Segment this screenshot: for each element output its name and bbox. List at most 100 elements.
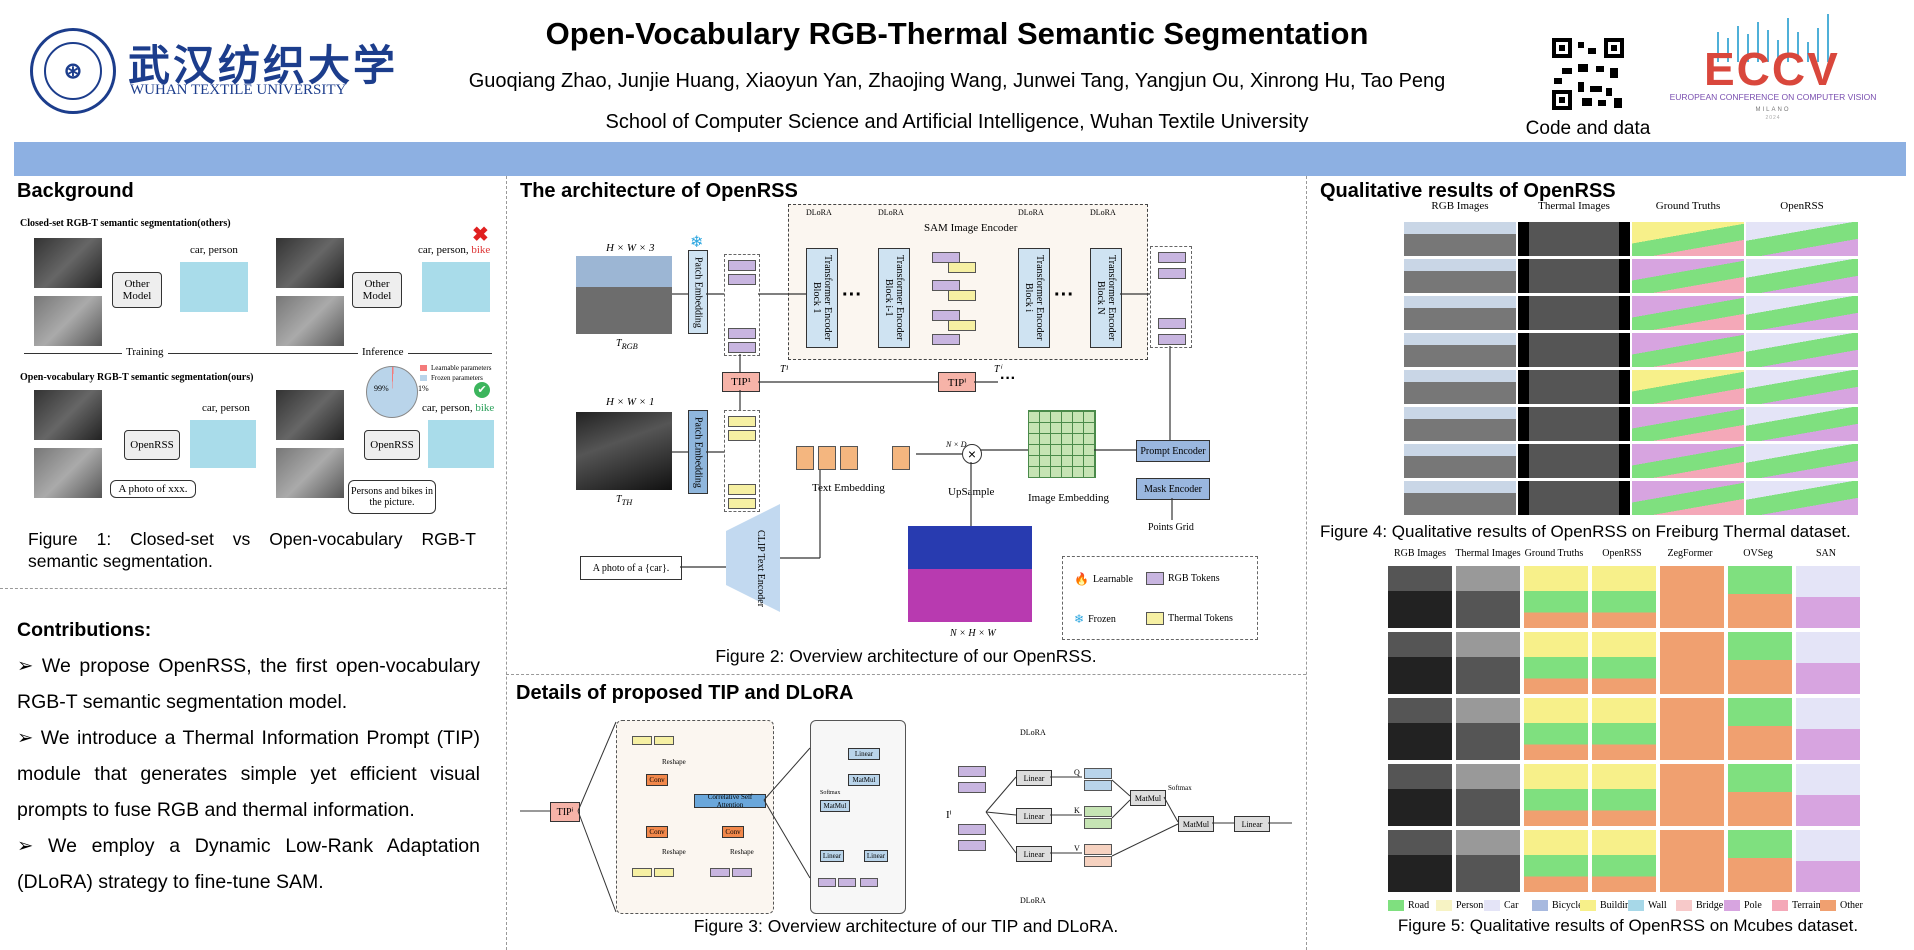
thermal-token — [948, 290, 976, 301]
fr-rgb-thumb — [1404, 444, 1516, 478]
rgb-token — [1158, 334, 1186, 345]
legend-learnable-params: Learnable parameters — [420, 364, 491, 372]
legend-swatch — [1820, 900, 1836, 911]
mc-thumb — [1592, 764, 1656, 826]
matmul-block: MatMul — [1130, 790, 1166, 806]
qualitative-title: Qualitative results of OpenRSS — [1320, 180, 1616, 202]
rgb-token — [932, 334, 960, 345]
mc-header: SAN — [1815, 548, 1836, 559]
row-divider-middle — [506, 674, 1306, 675]
legend-item-other: Other — [1820, 900, 1863, 911]
swatch-frozen — [420, 375, 427, 381]
conv-block: Conv — [646, 774, 668, 786]
output-label: car, person — [190, 244, 238, 256]
output-label-success: car, person, bike — [422, 402, 494, 414]
ellipsis-icon: ··· — [842, 284, 862, 306]
legend-item-road: Road — [1388, 900, 1429, 911]
seg-thumb — [190, 420, 256, 468]
legend-frozen-params: Frozen parameters — [420, 374, 483, 382]
university-logo: ⊛ — [30, 28, 116, 114]
legend-swatch — [1484, 900, 1500, 911]
fr-openrss-thumb — [1746, 444, 1858, 478]
matmul-block: MatMul — [1178, 816, 1214, 832]
mc-thumb — [1796, 632, 1860, 694]
rgb-token — [728, 342, 756, 353]
mc-thumb — [1660, 764, 1724, 826]
mc-thumb — [1796, 698, 1860, 760]
pie-label-99: 99% — [374, 384, 389, 393]
output-label-fail: car, person, bike — [418, 244, 490, 256]
legend-item-building: Building — [1580, 900, 1635, 911]
rgb-token — [710, 868, 730, 877]
reshape-label: Reshape — [730, 848, 754, 856]
mc-thumb — [1728, 764, 1792, 826]
thermal-thumb — [34, 448, 102, 498]
encoder-block-i-text: Transformer Encoder Block i — [1023, 255, 1045, 341]
university-name-cn: 武汉纺织大学 — [128, 44, 399, 90]
bike-label-red: bike — [471, 244, 491, 256]
qr-code-icon — [1552, 38, 1624, 110]
mc-thumb — [1592, 830, 1656, 892]
linear-block: Linear — [820, 850, 844, 862]
prompt-box-2-text: Persons and bikes in the picture. — [351, 486, 433, 508]
seg-thumb — [422, 262, 490, 312]
fr-rgb-thumb — [1404, 407, 1516, 441]
linear-v-block: Linear — [1016, 846, 1052, 862]
linear-k-block: Linear — [1016, 808, 1052, 824]
output-mask-image — [908, 526, 1032, 622]
dlora-bottom-label: DLoRA — [1020, 896, 1046, 905]
thermal-token — [728, 430, 756, 441]
output-label: car, person — [202, 402, 250, 414]
rgb-size-label: H × W × 3 — [606, 242, 655, 254]
linear-block: Linear — [848, 748, 880, 760]
poster-title: Open-Vocabulary RGB-Thermal Semantic Seg… — [545, 16, 1369, 51]
thermal-size-label: H × W × 1 — [606, 396, 655, 408]
training-label: Training — [122, 346, 168, 358]
rgb-token — [728, 274, 756, 285]
fr-header-openrss: OpenRSS — [1780, 200, 1824, 212]
v-token — [1084, 856, 1112, 867]
mc-thumb — [1456, 830, 1520, 892]
column-divider-left — [506, 176, 507, 950]
thermal-token — [632, 868, 652, 877]
mc-thumb — [1388, 566, 1452, 628]
snowflake-icon: ❄ — [1074, 612, 1085, 626]
legend-label: Terrain — [1792, 900, 1821, 911]
mc-thumb — [1592, 632, 1656, 694]
mc-header: RGB Images — [1394, 548, 1446, 559]
fr-rgb-thumb — [1404, 296, 1516, 330]
swatch-thermal-tokens — [1146, 612, 1164, 625]
rgb-token-stack — [724, 254, 760, 356]
bike-label-green: bike — [475, 402, 495, 414]
clip-encoder-label: CLIP Text Encoder — [755, 530, 766, 608]
fr-openrss-thumb — [1746, 259, 1858, 293]
fr-gt-thumb — [1632, 296, 1744, 330]
fr-openrss-thumb — [1746, 481, 1858, 515]
fr-rgb-thumb — [1404, 481, 1516, 515]
prompt-box-1: A photo of xxx. — [110, 480, 196, 498]
legend-item-bicycle: Bicycle — [1532, 900, 1583, 911]
contribution-item-2: ➢ We introduce a Thermal Information Pro… — [17, 727, 480, 821]
conv-block: Conv — [646, 826, 668, 838]
mc-thumb — [1728, 632, 1792, 694]
qr-code[interactable] — [1552, 38, 1624, 110]
legend-swatch — [1676, 900, 1692, 911]
nhw-label: N × H × W — [950, 628, 996, 639]
figure-5-caption: Figure 5: Qualitative results of OpenRSS… — [1397, 916, 1859, 935]
q-token — [1084, 780, 1112, 791]
qr-label: Code and data — [1525, 118, 1651, 139]
fr-openrss-thumb — [1746, 333, 1858, 367]
legend-item-car: Car — [1484, 900, 1518, 911]
thermal-token — [728, 484, 756, 495]
output-label-prefix: car, person, — [418, 244, 472, 256]
sam-encoder-box — [788, 204, 1148, 360]
tip-i-small-block: TIPⁱ — [550, 802, 580, 822]
legend-frozen-params-text: Frozen parameters — [431, 374, 483, 382]
skyline-icon — [1717, 14, 1829, 62]
legend-swatch — [1388, 900, 1404, 911]
ii-label: Iⁱ — [946, 809, 952, 821]
fr-thermal-thumb — [1518, 333, 1630, 367]
mc-thumb — [1388, 830, 1452, 892]
fr-gt-thumb — [1632, 481, 1744, 515]
legend-swatch — [1532, 900, 1548, 911]
